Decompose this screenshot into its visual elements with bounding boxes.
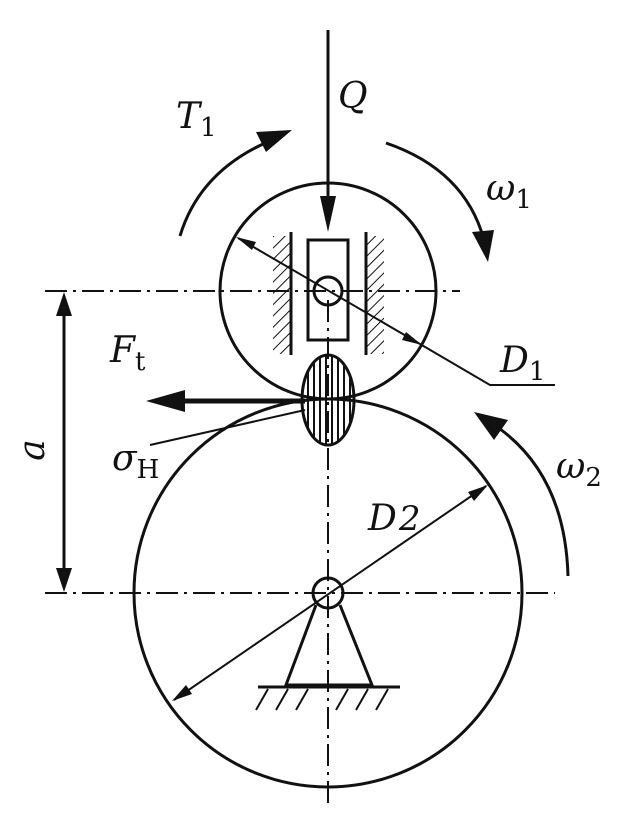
d2-diameter-line xyxy=(173,485,487,701)
bearing-block xyxy=(306,238,350,342)
label-q: Q xyxy=(338,76,368,117)
sigma-h-leader xyxy=(149,409,306,446)
label-d1: D1 xyxy=(499,340,545,387)
omega2-arc xyxy=(489,420,570,577)
dimension-a-arrow-bottom xyxy=(56,568,72,592)
label-omega1: ω1 xyxy=(486,168,532,215)
ground-hatch xyxy=(255,688,389,711)
label-ft: Ft xyxy=(109,330,146,377)
guide-left-hatch xyxy=(273,236,290,354)
label-t1: T1 xyxy=(176,96,217,143)
omega2-arrow-head xyxy=(474,412,508,440)
torque-t1-arc xyxy=(178,138,273,237)
dimension-a-arrow-top xyxy=(56,292,72,316)
d1-arrow-head-2 xyxy=(402,332,422,345)
label-d2: D2 xyxy=(367,498,421,539)
d1-diameter-line xyxy=(237,237,421,345)
label-omega2: ω2 xyxy=(556,446,602,493)
load-q-arrow-head xyxy=(320,196,336,232)
torque-t1-arrow-head xyxy=(256,130,292,152)
guide-right-hatch xyxy=(367,236,384,354)
omega1-arc xyxy=(385,141,486,241)
support-frame xyxy=(283,604,375,687)
contact-stress-ellipse xyxy=(300,353,356,447)
d2-arrow-head-2 xyxy=(468,485,488,501)
label-sigma-h: σH xyxy=(112,438,159,485)
large-wheel-hub xyxy=(311,576,345,610)
d2-arrow-head-1 xyxy=(172,685,192,701)
d1-arrow-head-1 xyxy=(236,237,256,250)
d1-leader xyxy=(419,343,555,386)
small-wheel-hub xyxy=(312,275,344,307)
label-a: a xyxy=(12,439,53,460)
omega1-arrow-head xyxy=(472,230,494,262)
tangential-force-arrow-head xyxy=(146,390,185,412)
